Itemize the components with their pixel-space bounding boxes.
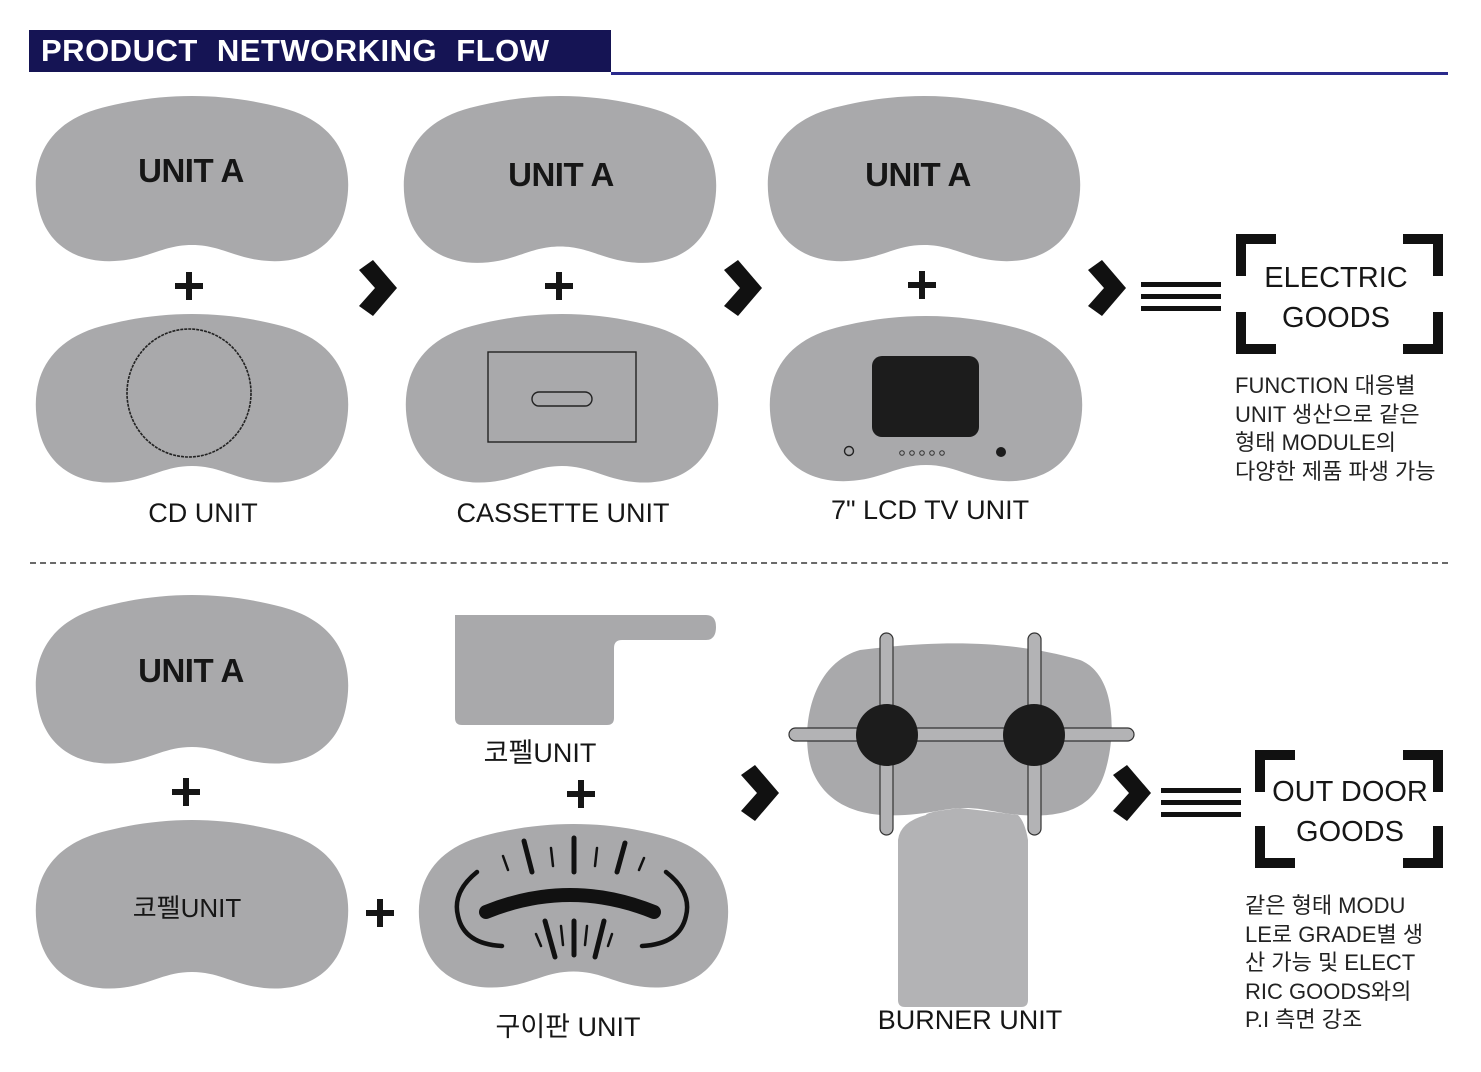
unit-a-label: UNIT A	[138, 652, 244, 689]
plus-icon	[908, 271, 936, 299]
description-line: 같은 형태 MODU	[1245, 893, 1406, 918]
result-line: GOODS	[1282, 302, 1390, 334]
description-line: 형태 MODULE의	[1235, 430, 1396, 455]
unit-label-cd: CD UNIT	[148, 498, 258, 528]
result-electric-goods: ELECTRIC GOODS	[1246, 258, 1426, 338]
gas-burner-icon	[788, 632, 1135, 836]
cookware-pan-icon	[455, 615, 716, 725]
description-line: 산 가능 및 ELECT	[1245, 950, 1416, 975]
result-line: GOODS	[1296, 816, 1404, 848]
grill-plate-icon	[454, 835, 690, 960]
unit-a-label: UNIT A	[508, 156, 614, 193]
title-rule	[611, 72, 1448, 75]
section-divider	[30, 562, 1448, 564]
plus-icon	[366, 899, 394, 927]
equivalence-icon	[1161, 788, 1241, 817]
unit-label-burner: BURNER UNIT	[877, 1005, 1063, 1035]
description-line: UNIT 생산으로 같은	[1235, 401, 1420, 427]
equivalence-icon	[1141, 282, 1221, 311]
unit-label-lcd-tv: 7" LCD TV UNIT	[830, 495, 1030, 525]
plus-icon	[545, 272, 573, 300]
chevron-right-icon	[359, 260, 397, 316]
outdoor-goods-description: 같은 형태 MODU LE로 GRADE별 생 산 가능 및 ELECT RIC…	[1245, 892, 1423, 1035]
electric-goods-description: FUNCTION 대응별 UNIT 생산으로 같은 형태 MODULE의 다양한…	[1235, 372, 1436, 486]
description-line: 다양한 제품 파생 가능	[1235, 458, 1436, 484]
cd-unit-module	[35, 314, 349, 483]
plus-icon	[175, 272, 203, 300]
cassette-unit-module	[405, 314, 719, 483]
unit-label-cookware: 코펠UNIT	[483, 738, 597, 768]
burner-unit-module	[807, 643, 1112, 1007]
unit-label-grill: 구이판 UNIT	[495, 1012, 641, 1042]
result-bracket-frame	[1236, 234, 1443, 354]
chevron-right-icon	[1088, 260, 1126, 316]
description-line: FUNCTION 대응별	[1235, 373, 1416, 398]
chevron-right-icon	[1113, 765, 1151, 821]
unit-a-label: UNIT A	[865, 156, 971, 193]
description-line: LE로 GRADE별 생	[1245, 921, 1424, 947]
chevron-right-icon	[724, 260, 762, 316]
unit-a-label: UNIT A	[138, 152, 244, 189]
description-line: P.I 측면 강조	[1245, 1007, 1363, 1032]
result-line: OUT DOOR	[1272, 776, 1428, 808]
result-line: ELECTRIC	[1264, 262, 1408, 294]
description-line: RIC GOODS와의	[1245, 978, 1412, 1004]
chevron-right-icon	[741, 765, 779, 821]
plus-icon	[567, 780, 595, 808]
result-bracket-frame	[1255, 750, 1443, 868]
unit-label-cassette: CASSETTE UNIT	[456, 498, 670, 528]
plus-icon	[172, 778, 200, 806]
lcd-tv-icon	[843, 356, 1006, 457]
cassette-deck-icon	[487, 351, 637, 443]
result-outdoor-goods: OUT DOOR GOODS	[1260, 772, 1440, 852]
cd-disc-icon	[126, 328, 252, 458]
page-title: PRODUCT NETWORKING FLOW	[29, 30, 611, 72]
cookware-module-label: 코펠UNIT	[132, 893, 242, 923]
